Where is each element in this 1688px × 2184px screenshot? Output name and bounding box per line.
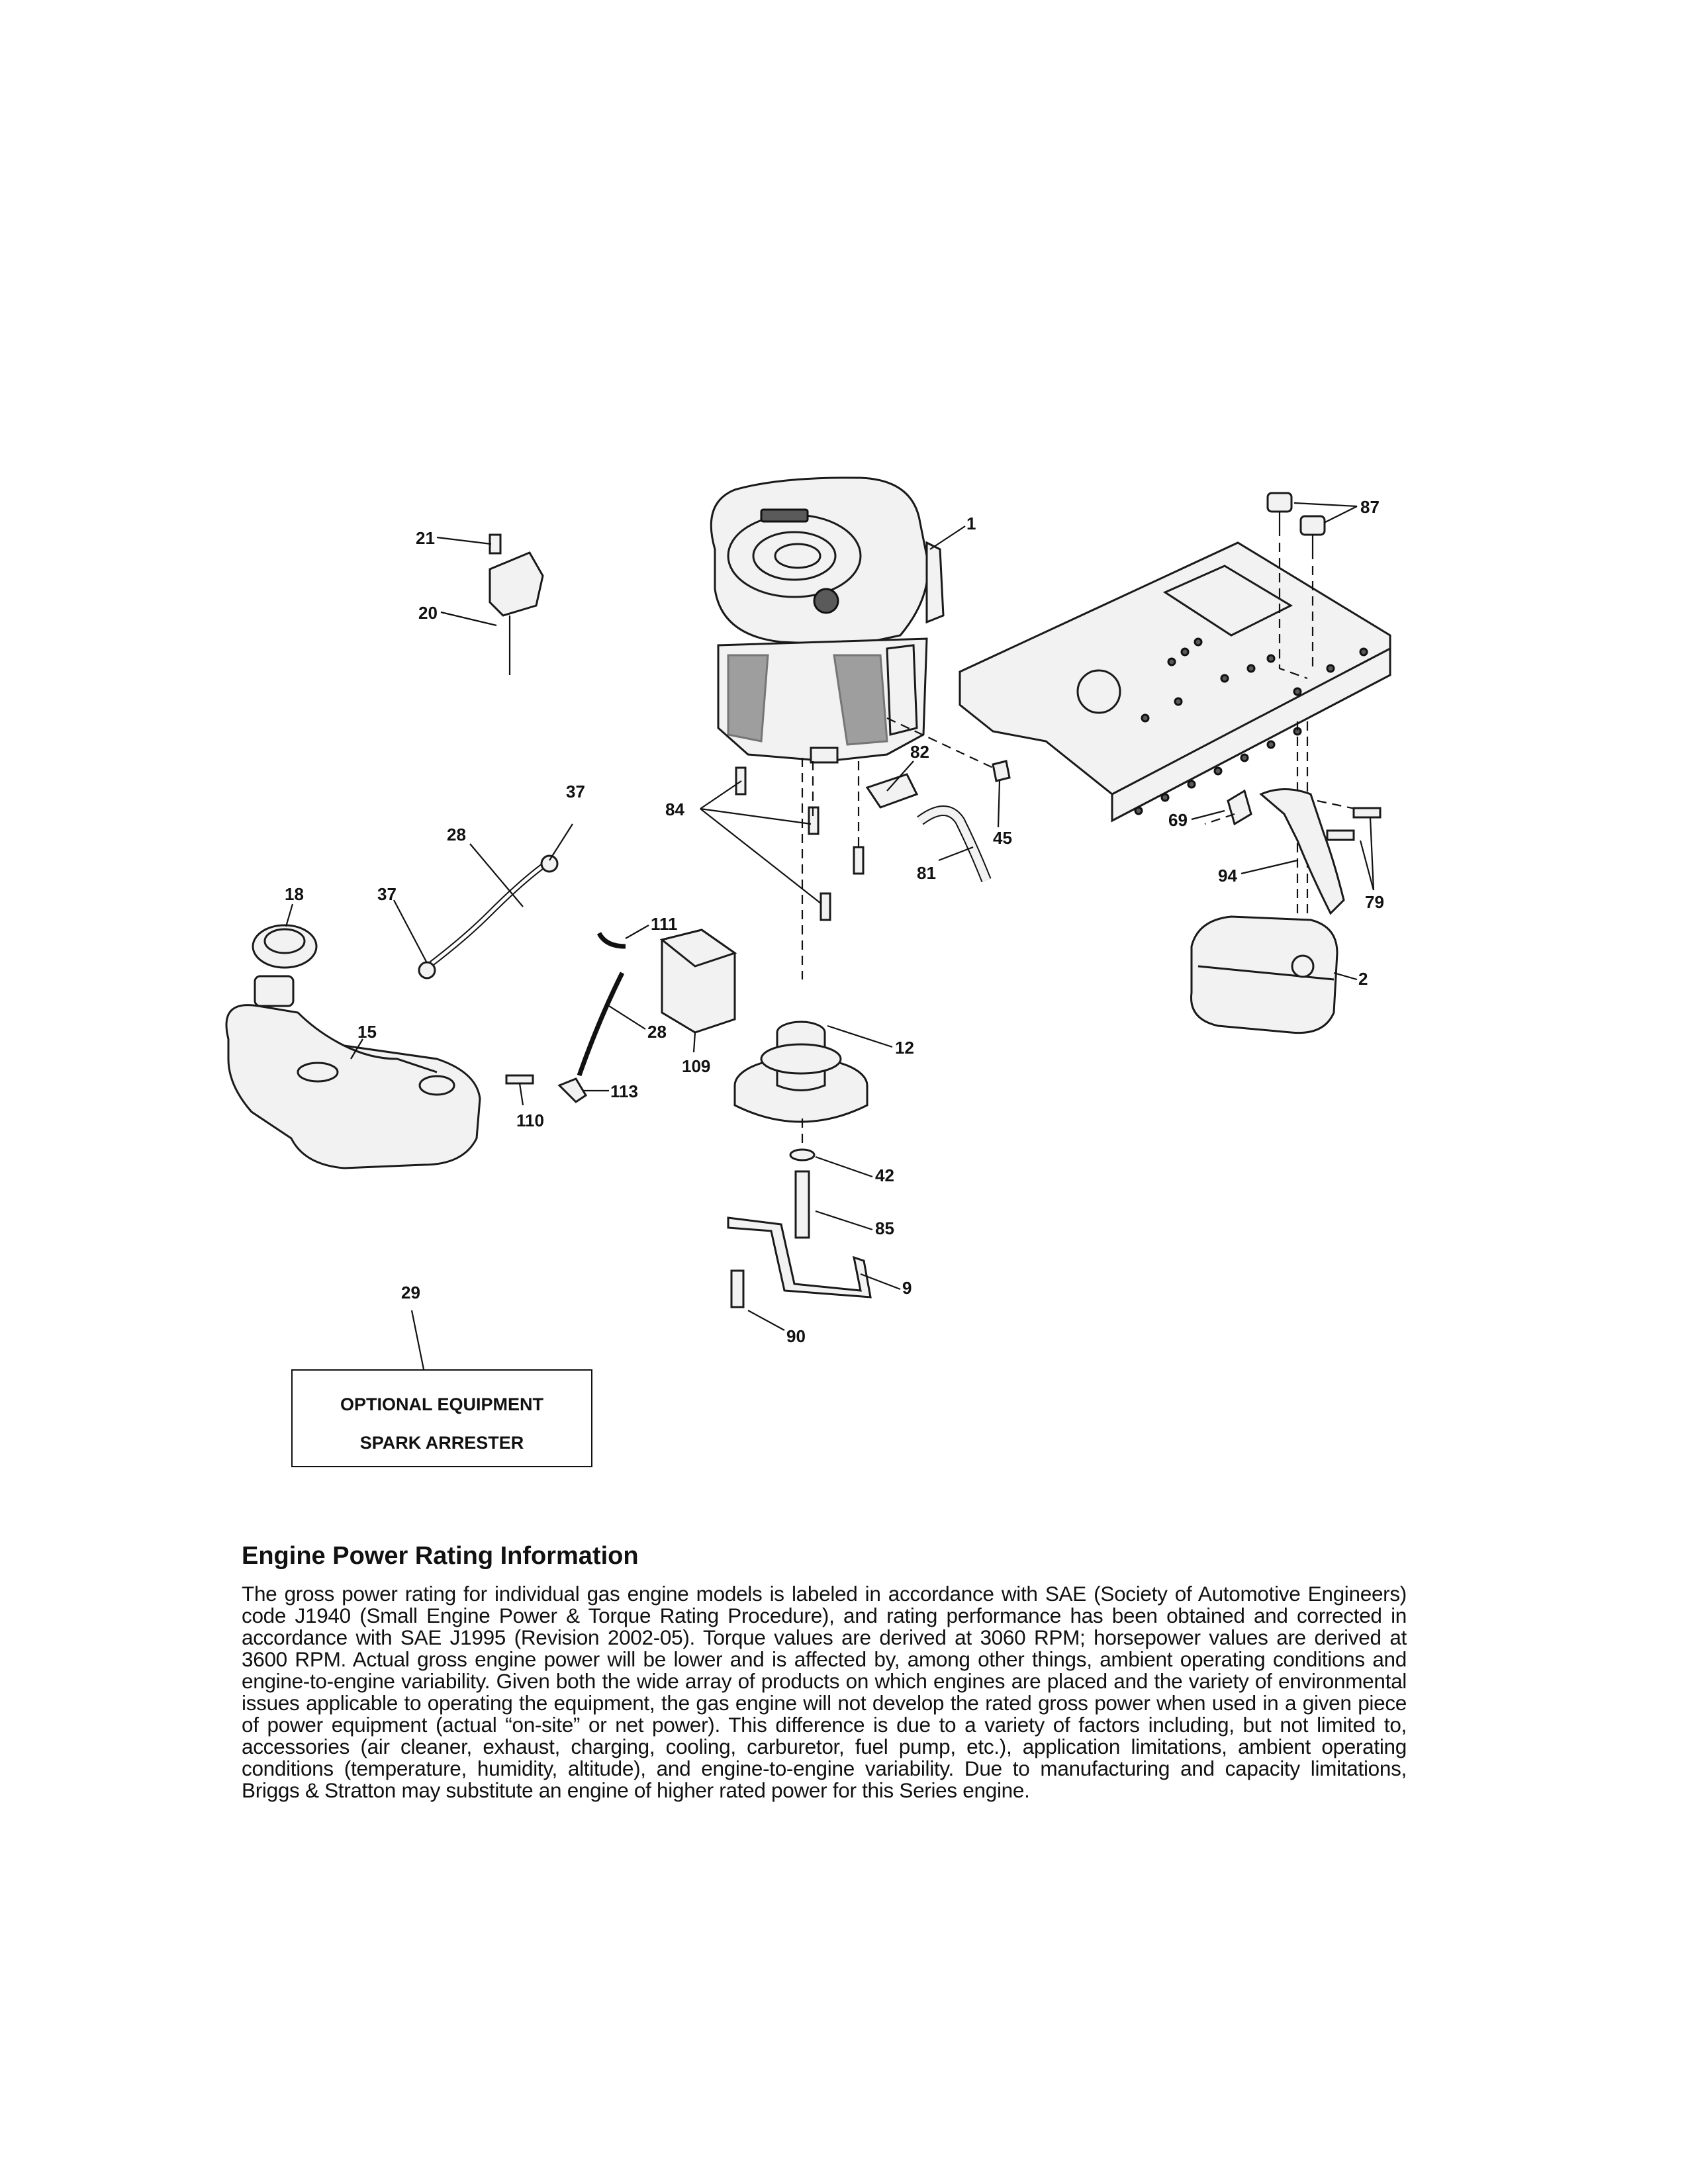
label-110: 110 <box>516 1111 544 1130</box>
label-37a: 37 <box>566 782 585 801</box>
fuel-filter-part-82 <box>865 773 919 809</box>
washer-part-42 <box>789 1148 816 1161</box>
label-45: 45 <box>993 828 1012 848</box>
label-82: 82 <box>910 742 929 762</box>
throttle-control-part-20 <box>489 533 544 675</box>
label-109: 109 <box>682 1056 710 1076</box>
bolts-part-84 <box>735 766 865 921</box>
label-42: 42 <box>875 1165 894 1185</box>
label-15: 15 <box>357 1022 377 1042</box>
label-81: 81 <box>917 863 936 883</box>
label-1: 1 <box>966 514 976 533</box>
exploded-parts-diagram: 21 20 1 87 37 28 37 18 15 84 82 45 81 69… <box>225 477 1391 1370</box>
nut-part-45 <box>992 760 1011 782</box>
label-2: 2 <box>1358 969 1368 989</box>
label-111: 111 <box>651 914 678 934</box>
label-28b: 28 <box>647 1022 667 1042</box>
bracket-part-9 <box>727 1216 872 1298</box>
label-21: 21 <box>416 528 435 548</box>
label-79: 79 <box>1365 892 1384 912</box>
bolt-part-79 <box>1352 807 1382 819</box>
optional-equipment-label: OPTIONAL EQUIPMENT <box>340 1394 544 1414</box>
fuel-tank-part-15 <box>225 975 481 1169</box>
label-12: 12 <box>895 1038 914 1058</box>
label-87: 87 <box>1360 497 1380 517</box>
optional-equipment-box: OPTIONAL EQUIPMENT SPARK ARRESTER <box>291 1369 592 1467</box>
engine-power-rating-body: The gross power rating for individual ga… <box>242 1582 1407 1802</box>
engine-part-1 <box>710 477 945 764</box>
solenoid-part-109 <box>659 929 737 1034</box>
engine-power-rating-title: Engine Power Rating Information <box>242 1542 639 1570</box>
spark-arrester-label: SPARK ARRESTER <box>359 1433 524 1453</box>
pulley-part-12 <box>733 1021 868 1123</box>
label-28a: 28 <box>447 825 466 844</box>
muffler-part-2 <box>1190 915 1338 1034</box>
label-20: 20 <box>418 603 438 623</box>
label-69: 69 <box>1168 810 1188 830</box>
label-90: 90 <box>786 1326 806 1346</box>
label-9: 9 <box>902 1278 912 1298</box>
bolt-part-90 <box>730 1269 745 1308</box>
chassis-frame <box>959 541 1391 823</box>
fuel-cap-part-18 <box>252 924 318 969</box>
label-37b: 37 <box>377 884 397 904</box>
label-84: 84 <box>665 799 684 819</box>
label-113: 113 <box>610 1081 638 1101</box>
bolt-part-85 <box>794 1170 810 1239</box>
knob-part-87 <box>1266 492 1326 559</box>
fuel-tee-part-110 <box>505 1074 534 1085</box>
exhaust-pipe-part-94 <box>1227 788 1345 915</box>
label-94: 94 <box>1218 866 1237 886</box>
label-29: 29 <box>401 1283 420 1302</box>
label-18: 18 <box>285 884 304 904</box>
label-85: 85 <box>875 1218 894 1238</box>
fuel-valve-part-113 <box>557 1077 588 1103</box>
